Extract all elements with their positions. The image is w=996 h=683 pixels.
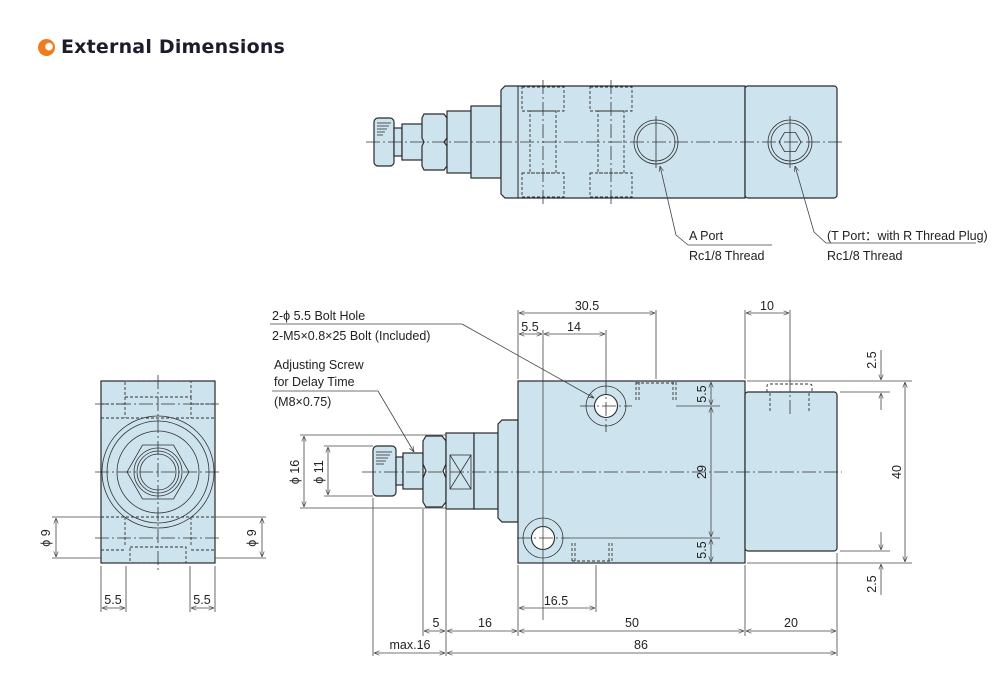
front-locknut — [422, 435, 447, 508]
dim-2-5-top: 2.5 — [865, 351, 879, 368]
front-knurl-lines — [376, 451, 392, 465]
dim-10: 10 — [760, 299, 774, 313]
front-stem — [402, 452, 424, 490]
top-main-block — [500, 85, 746, 199]
front-view: 30.5 5.5 14 10 2.5 2.5 40 5.5 29 5.5 ϕ 1… — [270, 299, 912, 656]
side-view: ϕ 9 ϕ 9 5.5 5.5 — [39, 375, 266, 612]
adjust-screw-label-1: Adjusting Screw — [274, 358, 365, 372]
bolt-hole-label: 2-ϕ 5.5 Bolt Hole — [272, 309, 365, 323]
t-port-thread: Rc1/8 Thread — [827, 249, 903, 263]
bolt-spec-label: 2-M5×0.8×25 Bolt (Included) — [272, 329, 430, 343]
front-knob — [372, 445, 397, 497]
t-port-label: (T Port：with R Thread Plug) — [827, 229, 988, 243]
dim-14: 14 — [567, 320, 581, 334]
front-boss — [473, 432, 499, 510]
dim-phi16: ϕ 16 — [288, 460, 302, 484]
front-neck — [395, 456, 404, 486]
dim-20: 20 — [784, 616, 798, 630]
side-5-5-left-label: 5.5 — [104, 593, 121, 607]
side-phi9-left-label: ϕ 9 — [39, 529, 53, 546]
front-hidden-slots — [571, 382, 677, 562]
front-flange — [497, 419, 519, 523]
dim-5-5-upper: 5.5 — [695, 385, 709, 402]
dim-5-5-top: 5.5 — [521, 320, 538, 334]
dim-40: 40 — [890, 465, 904, 479]
dim-5: 5 — [433, 616, 440, 630]
front-end-hidden-top — [766, 383, 813, 392]
dim-max16: max.16 — [390, 638, 431, 652]
dim-phi11: ϕ 11 — [312, 460, 326, 483]
dim-86: 86 — [634, 638, 648, 652]
dim-16: 16 — [478, 616, 492, 630]
a-port-thread: Rc1/8 Thread — [689, 249, 765, 263]
dim-16-5: 16.5 — [544, 594, 568, 608]
knurl-lines — [377, 122, 391, 136]
orange-bullet-icon — [38, 38, 55, 56]
dim-50: 50 — [625, 616, 639, 630]
top-view: A Port Rc1/8 Thread (T Port：with R Threa… — [366, 80, 988, 263]
side-5-5-right-label: 5.5 — [193, 593, 210, 607]
dim-5-5-lower: 5.5 — [695, 541, 709, 558]
dim-2-5-bottom: 2.5 — [865, 575, 879, 592]
dim-30-5: 30.5 — [575, 299, 599, 313]
dim-29: 29 — [695, 465, 709, 479]
adjust-screw-spec: (M8×0.75) — [274, 395, 331, 409]
section-header: External Dimensions — [38, 36, 285, 58]
section-title: External Dimensions — [61, 36, 286, 58]
side-phi9-right-label: ϕ 9 — [245, 529, 259, 546]
adjust-screw-label-2: for Delay Time — [274, 375, 355, 389]
front-end-block — [744, 391, 838, 552]
a-port-label: A Port — [689, 229, 724, 243]
